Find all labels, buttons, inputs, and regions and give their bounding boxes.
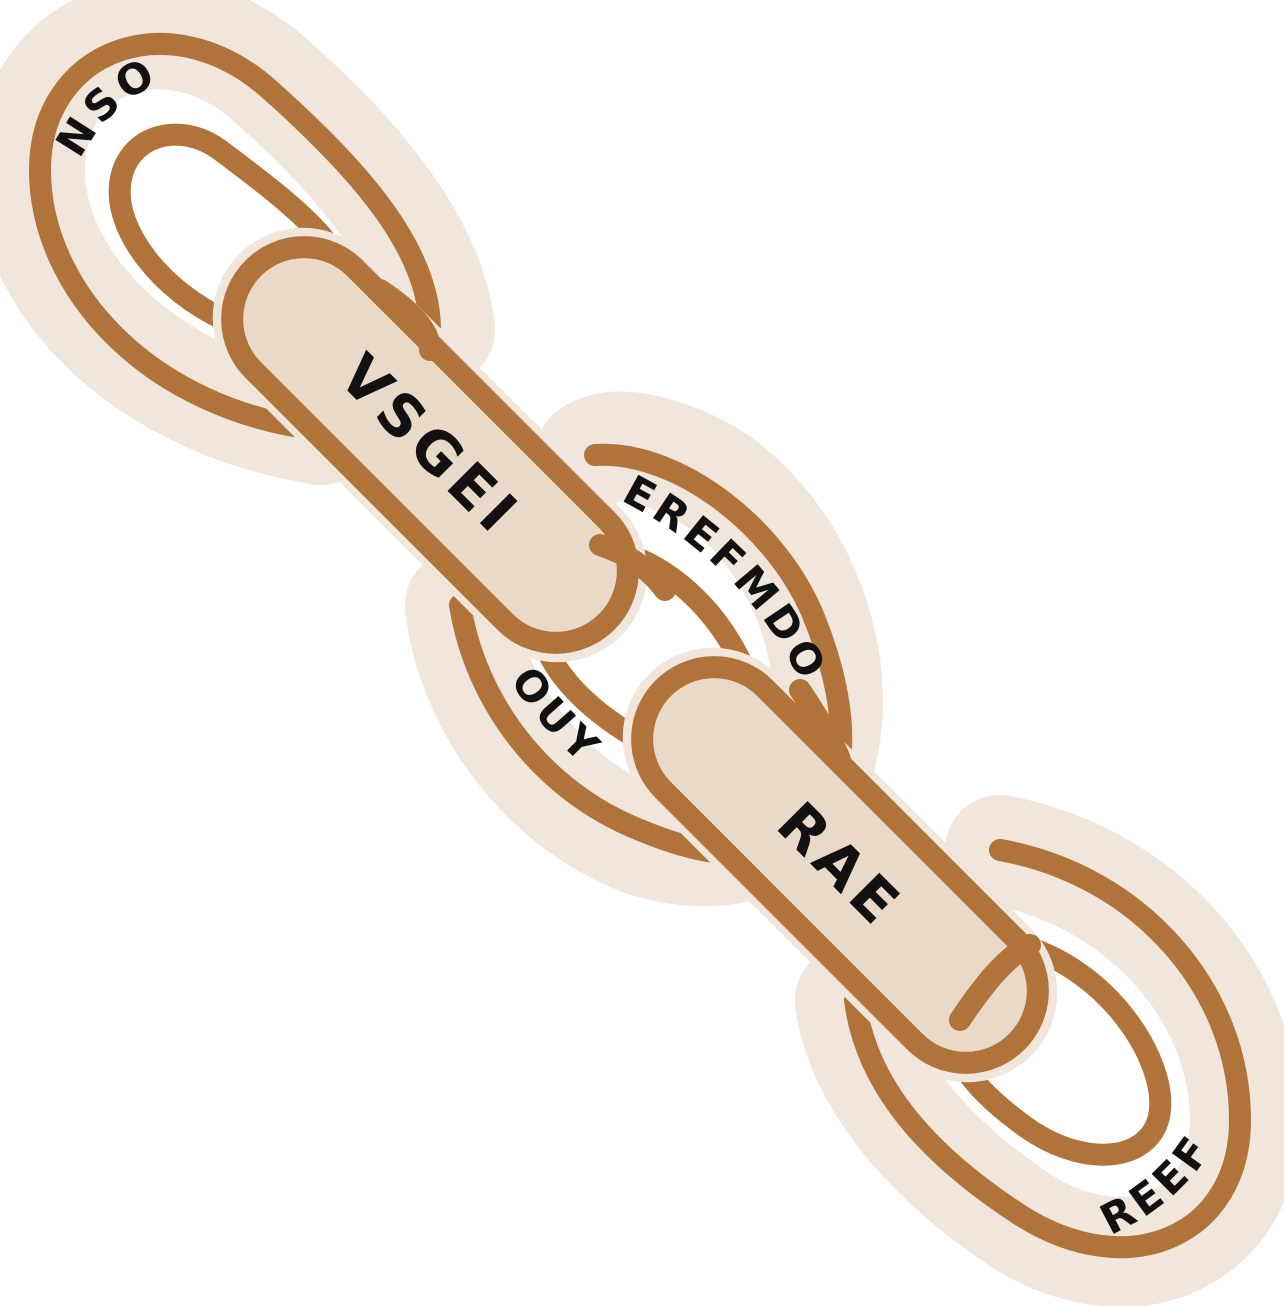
chain-diagram: NSO EREFMDO OUY REEF VSGEI <box>0 0 1284 1306</box>
